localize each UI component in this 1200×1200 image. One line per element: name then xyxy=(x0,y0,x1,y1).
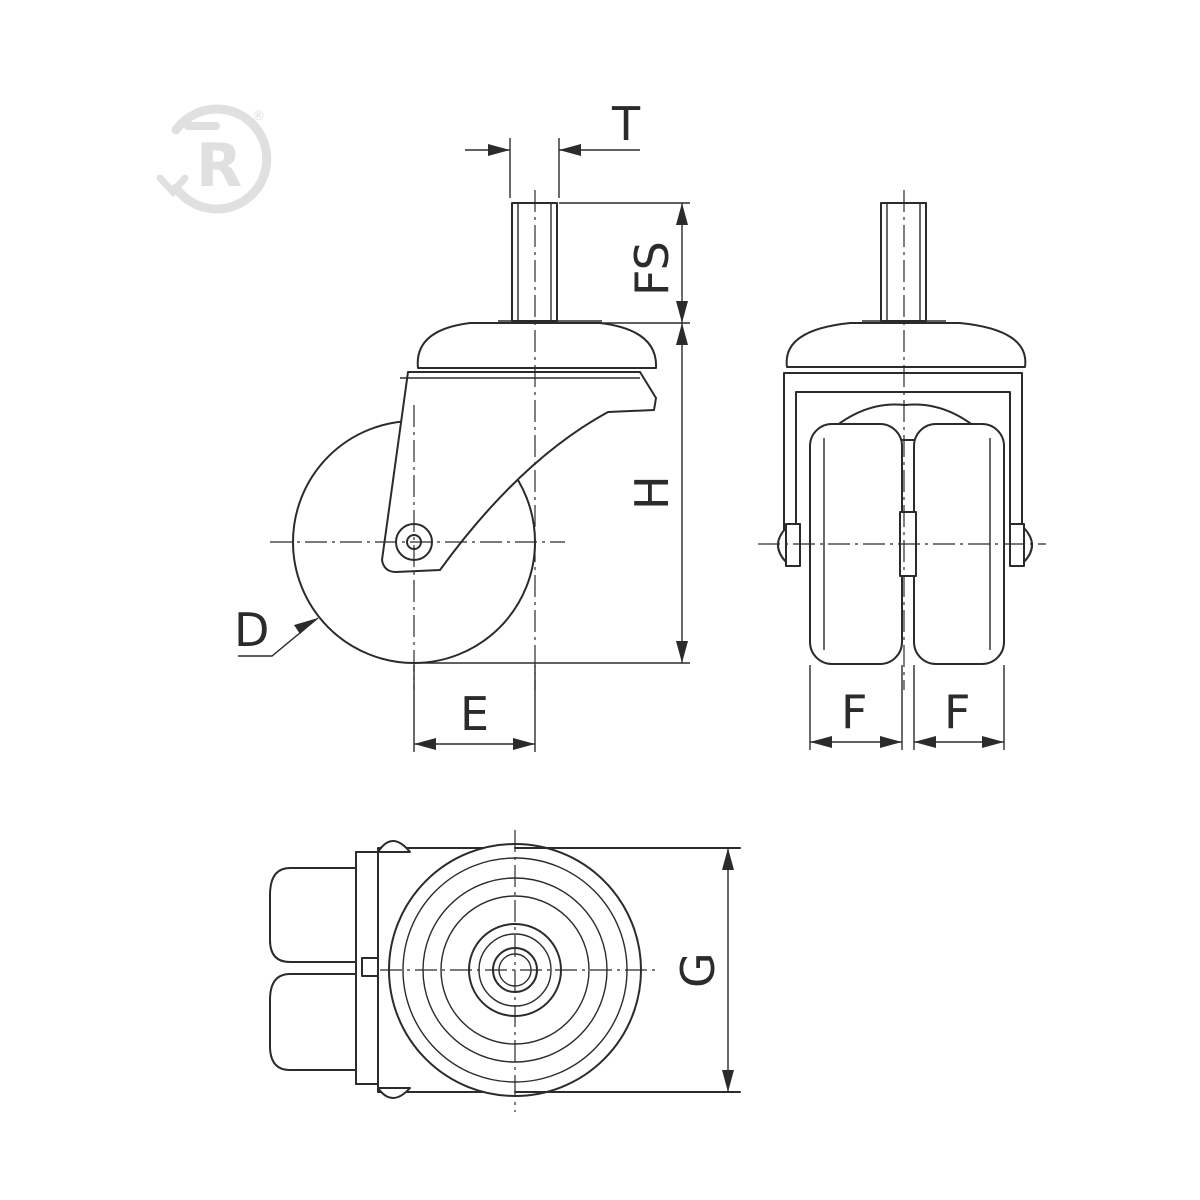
front-axle-bolt-right xyxy=(1023,527,1033,563)
side-fork-bracket xyxy=(381,371,657,573)
brand-logo: R ® xyxy=(156,104,272,214)
dimension-label-D: D xyxy=(234,603,269,657)
logo-registered-mark: ® xyxy=(252,109,265,124)
dimension-label-FS: FS xyxy=(625,241,679,296)
front-axle-bolt-left xyxy=(777,527,787,563)
dimension-F-right: F xyxy=(913,665,1005,750)
front-top-plate xyxy=(785,322,1027,368)
dimension-label-F-left: F xyxy=(841,685,867,739)
top-view xyxy=(269,830,741,1112)
top-wheel-lower xyxy=(269,973,363,1071)
dimension-label-E: E xyxy=(460,687,489,741)
dimension-label-T: T xyxy=(611,97,641,151)
dimension-H: H xyxy=(625,323,688,663)
top-axle-bolt-upper xyxy=(377,840,411,853)
dimension-label-F-right: F xyxy=(944,685,970,739)
dimension-T: T xyxy=(465,97,641,198)
dimension-D: D xyxy=(234,603,319,657)
dimension-annotations: T FS H D xyxy=(234,97,1005,1092)
dimension-FS: FS xyxy=(625,203,688,323)
top-wheel-upper xyxy=(269,867,363,963)
dimension-E: E xyxy=(413,665,536,752)
dimension-label-H: H xyxy=(625,475,679,510)
side-view xyxy=(270,190,658,690)
dimension-F-left: F xyxy=(809,665,903,750)
dimension-label-G: G xyxy=(671,952,725,988)
side-top-plate xyxy=(416,322,658,369)
dimension-G: G xyxy=(671,848,734,1092)
logo-letter: R xyxy=(196,131,242,201)
front-view xyxy=(758,190,1046,690)
top-axle-bolt-lower xyxy=(377,1087,411,1099)
